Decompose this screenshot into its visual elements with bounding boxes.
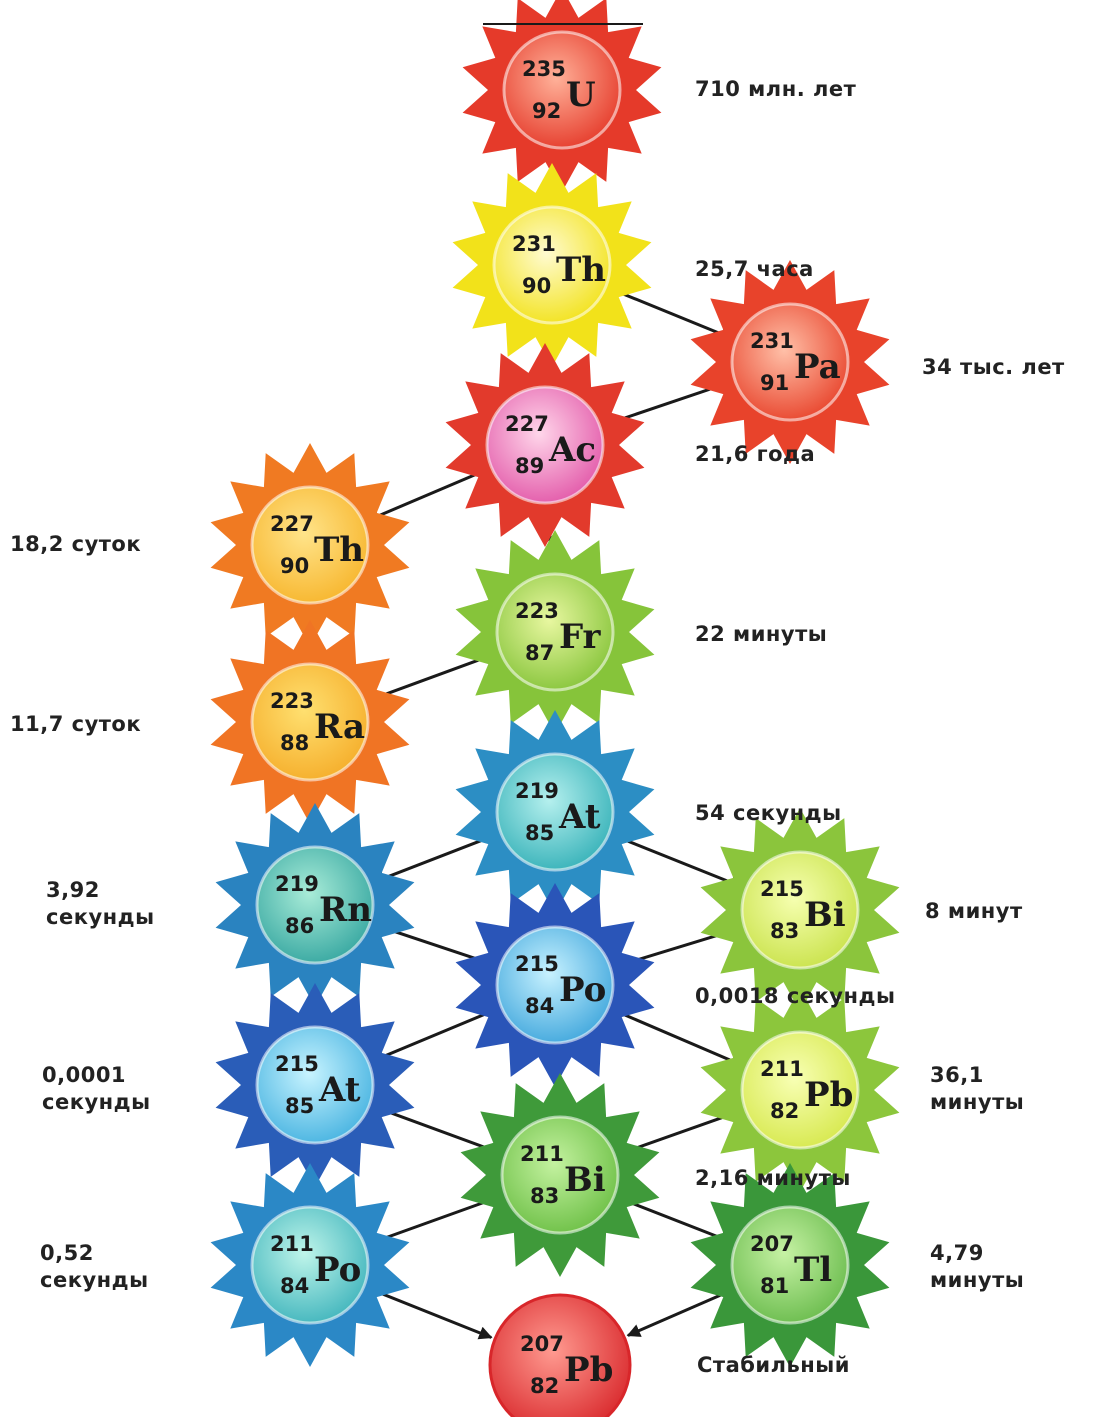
mass-number: 211 bbox=[270, 1232, 314, 1256]
half-life-po211: 0,52 секунды bbox=[40, 1240, 180, 1294]
mass-number: 211 bbox=[520, 1142, 564, 1166]
atomic-number: 85 bbox=[525, 821, 554, 845]
nuclide-pb207: 207 82Pb bbox=[490, 1295, 630, 1417]
half-life-th231: 25,7 часа bbox=[695, 256, 814, 283]
element-symbol: Pb bbox=[564, 1350, 613, 1390]
atomic-number: 86 bbox=[285, 914, 314, 938]
element-symbol: Bi bbox=[804, 895, 846, 935]
atomic-number: 82 bbox=[530, 1374, 559, 1398]
mass-number: 207 bbox=[520, 1332, 564, 1356]
element-symbol: Po bbox=[559, 970, 606, 1010]
atomic-number: 81 bbox=[760, 1274, 789, 1298]
atomic-number: 85 bbox=[285, 1094, 314, 1118]
atomic-number: 82 bbox=[770, 1099, 799, 1123]
mass-number: 211 bbox=[760, 1057, 804, 1081]
element-symbol: Pb bbox=[804, 1075, 853, 1115]
atomic-number: 83 bbox=[770, 919, 799, 943]
atomic-number: 92 bbox=[532, 99, 561, 123]
mass-number: 227 bbox=[505, 412, 549, 436]
element-symbol: At bbox=[558, 797, 601, 837]
mass-number: 219 bbox=[515, 779, 559, 803]
atomic-number: 87 bbox=[525, 641, 554, 665]
mass-number: 231 bbox=[750, 329, 794, 353]
half-life-pb211: 36,1 минуты bbox=[930, 1062, 1070, 1116]
mass-number: 215 bbox=[760, 877, 804, 901]
half-life-rn219: 3,92 секунды bbox=[46, 877, 186, 931]
mass-number: 231 bbox=[512, 232, 556, 256]
element-symbol: Rn bbox=[319, 890, 372, 930]
element-symbol: Ac bbox=[548, 430, 596, 470]
mass-number: 215 bbox=[275, 1052, 319, 1076]
element-symbol: Pa bbox=[794, 347, 841, 387]
element-symbol: At bbox=[318, 1070, 361, 1110]
atomic-number: 91 bbox=[760, 371, 789, 395]
top-strike-line bbox=[483, 23, 643, 25]
half-life-po215: 0,0018 секунды bbox=[695, 983, 895, 1010]
element-symbol: Bi bbox=[564, 1160, 606, 1200]
element-symbol: Th bbox=[314, 530, 364, 570]
element-symbol: Ra bbox=[314, 707, 365, 747]
atomic-number: 83 bbox=[530, 1184, 559, 1208]
atomic-number: 88 bbox=[280, 731, 309, 755]
half-life-bi211: 2,16 минуты bbox=[695, 1165, 851, 1192]
nucleus-sphere bbox=[504, 32, 620, 148]
mass-number: 227 bbox=[270, 512, 314, 536]
atomic-number: 90 bbox=[280, 554, 309, 578]
atomic-number: 89 bbox=[515, 454, 544, 478]
mass-number: 223 bbox=[270, 689, 314, 713]
element-symbol: Po bbox=[314, 1250, 361, 1290]
atomic-number: 90 bbox=[522, 274, 551, 298]
half-life-fr223: 22 минуты bbox=[695, 621, 827, 648]
half-life-pa231: 34 тыс. лет bbox=[922, 354, 1065, 381]
element-symbol: Tl bbox=[794, 1250, 832, 1290]
mass-number: 219 bbox=[275, 872, 319, 896]
half-life-bi215: 8 минут bbox=[925, 898, 1023, 925]
half-life-ra223: 11,7 суток bbox=[10, 711, 141, 738]
half-life-at215: 0,0001 секунды bbox=[42, 1062, 182, 1116]
half-life-at219: 54 секунды bbox=[695, 800, 842, 827]
half-life-ac227: 21,6 года bbox=[695, 441, 815, 468]
half-life-th227: 18,2 суток bbox=[10, 531, 141, 558]
element-symbol: Th bbox=[556, 250, 606, 290]
atomic-number: 84 bbox=[525, 994, 554, 1018]
mass-number: 215 bbox=[515, 952, 559, 976]
mass-number: 223 bbox=[515, 599, 559, 623]
half-life-pb207: Стабильный bbox=[697, 1352, 850, 1379]
atomic-number: 84 bbox=[280, 1274, 309, 1298]
half-life-tl207: 4,79 минуты bbox=[930, 1240, 1070, 1294]
element-symbol: U bbox=[566, 75, 596, 115]
mass-number: 207 bbox=[750, 1232, 794, 1256]
mass-number: 235 bbox=[522, 57, 566, 81]
element-symbol: Fr bbox=[559, 617, 602, 657]
half-life-u235: 710 млн. лет bbox=[695, 76, 856, 103]
